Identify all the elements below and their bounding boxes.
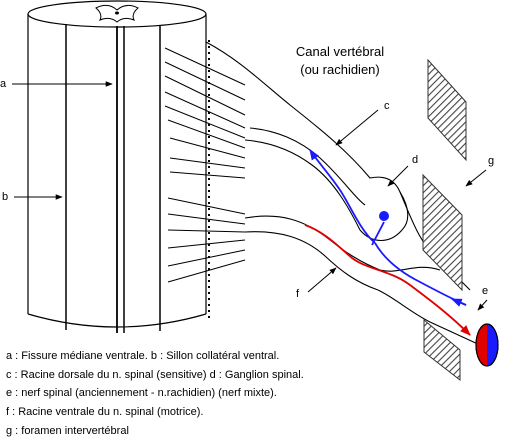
spinal-nerve-outline xyxy=(205,41,481,346)
legend-line-4: f : Racine ventrale du n. spinal (motric… xyxy=(6,406,204,418)
canal-label-line1: Canal vertébral xyxy=(296,44,384,59)
nerve-rootlets xyxy=(164,47,246,283)
label-e: e xyxy=(477,285,488,311)
svg-text:e: e xyxy=(482,285,488,297)
label-d: d xyxy=(387,154,418,187)
label-b: b xyxy=(2,191,63,203)
dorsal-root-sensory xyxy=(309,149,467,307)
ganglion-cell-body xyxy=(379,211,389,221)
svg-text:g: g xyxy=(488,155,494,167)
legend-line-1: a : Fissure médiane ventrale. b : Sillon… xyxy=(6,350,280,362)
legend-line-3: e : nerf spinal (anciennement - n.rachid… xyxy=(6,387,277,399)
legend-line-2: c : Racine dorsale du n. spinal (sensiti… xyxy=(6,369,304,381)
canal-label-line2: (ou rachidien) xyxy=(300,62,380,77)
svg-text:a: a xyxy=(0,78,7,90)
label-a: a xyxy=(0,78,113,90)
nerve-cross-section xyxy=(475,323,499,367)
svg-text:b: b xyxy=(2,191,8,203)
svg-text:c: c xyxy=(384,100,390,112)
label-g: g xyxy=(465,155,494,187)
spinal-cord-cylinder xyxy=(27,0,207,333)
svg-text:f: f xyxy=(296,288,300,300)
vertebra-bones xyxy=(422,58,467,382)
ventral-root-motor xyxy=(304,224,471,336)
legend-line-5: g : foramen intervertébral xyxy=(6,425,129,437)
label-f: f xyxy=(296,267,337,300)
label-c: c xyxy=(335,100,390,146)
svg-text:d: d xyxy=(412,154,418,166)
